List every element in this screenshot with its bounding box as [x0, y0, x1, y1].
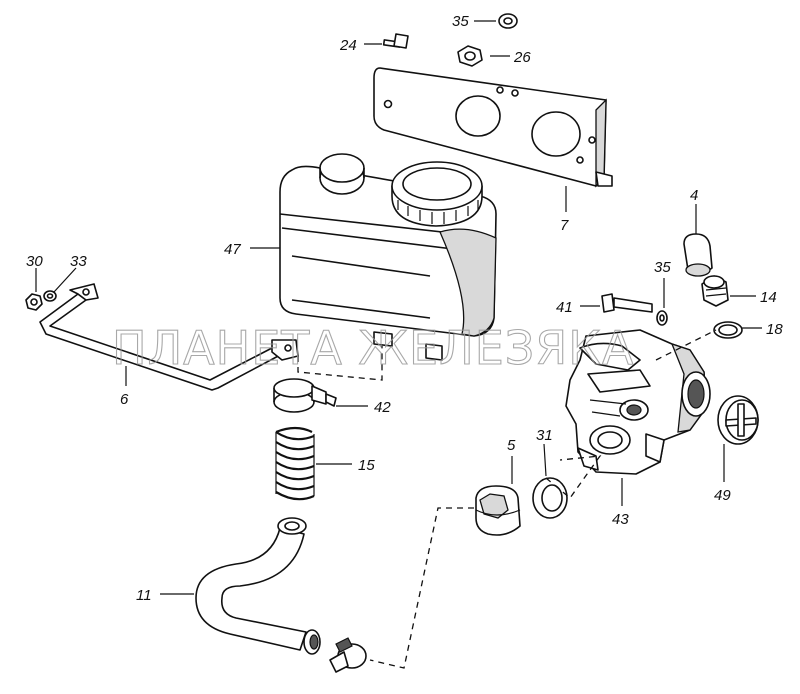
plug-5	[475, 485, 521, 536]
hose-clamp-42	[273, 378, 337, 413]
bracket-rod	[39, 283, 299, 391]
callout-47: 47	[224, 241, 241, 258]
o-ring-18	[713, 321, 743, 339]
o-ring-31	[532, 477, 568, 519]
pump-body-43	[565, 329, 711, 475]
callout-4: 4	[690, 187, 698, 204]
bolt-41	[601, 293, 653, 313]
cap-49	[717, 395, 759, 445]
callout-31: 31	[536, 427, 553, 444]
leader-lines	[35, 20, 762, 595]
callout-30: 30	[26, 253, 43, 270]
callout-14: 14	[760, 289, 777, 306]
mounting-plate	[373, 67, 613, 188]
watermark: ПЛАНЕТА ЖЕЛЕЗЯКА	[112, 321, 634, 375]
callout-42: 42	[374, 399, 391, 416]
bolt-24	[382, 33, 409, 49]
callout-43: 43	[612, 511, 629, 528]
callout-7: 7	[560, 217, 569, 234]
hose-11	[195, 517, 321, 655]
spring-15	[275, 426, 315, 501]
washer-33	[43, 290, 57, 302]
callout-11: 11	[136, 587, 152, 604]
nut-30	[25, 293, 43, 311]
callout-33: 33	[70, 253, 87, 270]
reservoir-tank	[279, 153, 497, 361]
callout-41: 41	[556, 299, 573, 316]
nut-26	[457, 45, 483, 67]
callout-35-top: 35	[452, 13, 469, 30]
cap-4	[683, 233, 713, 277]
callout-24: 24	[339, 37, 357, 54]
callout-labels: 35 24 26 7 47 4 30 33 35 41 14 18 6 42 1…	[26, 13, 783, 604]
washer-35-top	[498, 13, 518, 29]
callout-5: 5	[507, 437, 516, 454]
callout-49: 49	[714, 487, 731, 504]
callout-15: 15	[358, 457, 375, 474]
callout-6: 6	[120, 391, 129, 408]
callout-35-right: 35	[654, 259, 671, 276]
callout-18: 18	[766, 321, 783, 338]
elbow-fitting	[329, 637, 367, 673]
callout-26: 26	[513, 49, 531, 66]
washer-35-right	[656, 310, 668, 326]
assembly-lines	[297, 329, 717, 669]
fitting-14	[701, 275, 729, 307]
